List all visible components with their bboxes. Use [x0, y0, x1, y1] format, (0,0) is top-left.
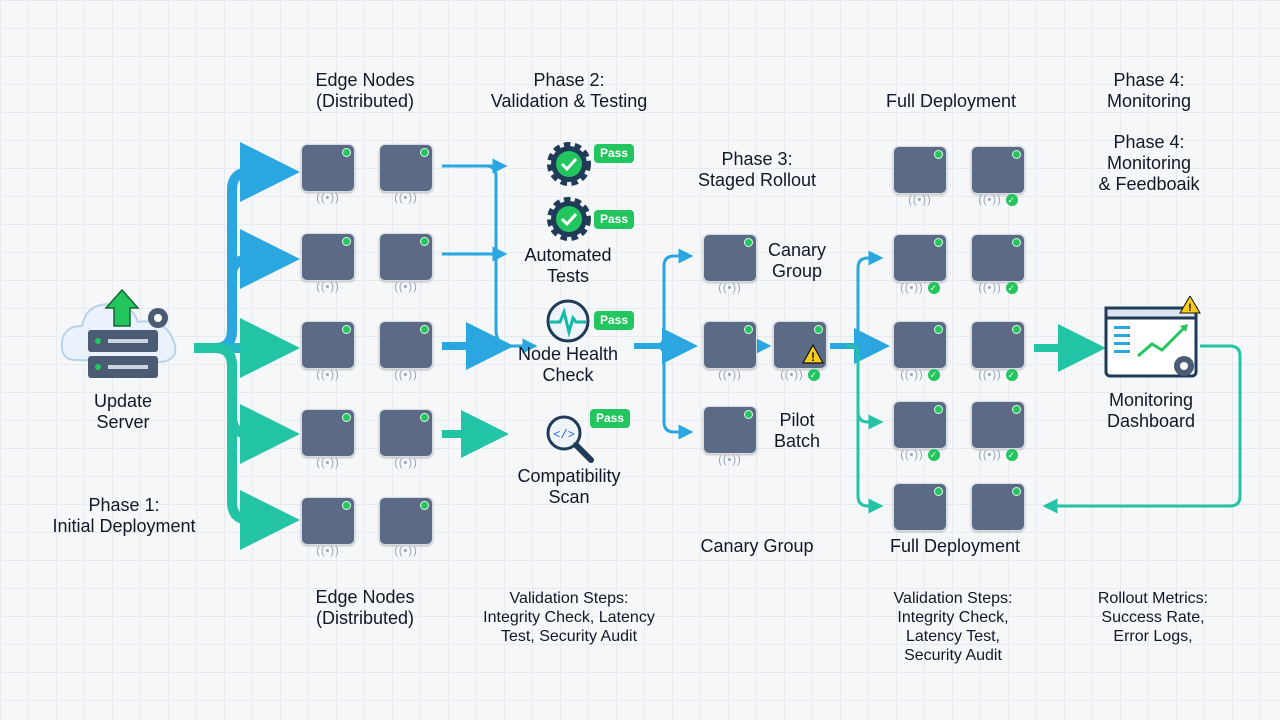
gear-check-icon	[546, 141, 592, 187]
edge-node: ((•))	[379, 233, 433, 293]
svg-text:!: !	[1188, 302, 1192, 314]
svg-text:</>: </>	[553, 428, 575, 442]
phase2-header: Phase 2:Validation & Testing	[490, 70, 648, 111]
staged-to-full-bottom	[846, 344, 884, 514]
fan-arrow-5	[194, 343, 300, 550]
edge-node: ((•))	[379, 497, 433, 557]
feedback-loop	[1042, 344, 1242, 514]
edge-node: ((•))	[379, 321, 433, 381]
pass-badge: Pass	[594, 144, 635, 163]
edge-node: ((•))	[301, 321, 355, 381]
deployed-node: ((•)) ✓	[893, 234, 947, 295]
edge-node: ((•))	[301, 144, 355, 204]
validation-steps-footer-2: Validation Steps:Integrity Check,Latency…	[893, 590, 1013, 664]
gear-check-icon	[546, 196, 592, 242]
staged-to-full-top	[846, 250, 884, 348]
edge-node: ((•))	[379, 409, 433, 469]
validation-to-pilot	[634, 344, 694, 440]
heartbeat-icon	[545, 298, 591, 344]
staged-node: ((•))	[703, 321, 757, 381]
warning-icon: !	[801, 343, 825, 364]
edge-nodes-footer: Edge Nodes(Distributed)	[315, 587, 415, 628]
full-deployment-bottom-label: Full Deployment	[889, 536, 1021, 556]
svg-text:!: !	[811, 350, 815, 364]
deployed-node: ((•)) ✓	[971, 146, 1025, 207]
deployed-node: ((•)) ✓	[971, 234, 1025, 295]
deployed-node: ((•)) ✓	[971, 401, 1025, 462]
phase1-label: Phase 1:Initial Deployment	[52, 495, 196, 536]
rollout-metrics-footer: Rollout Metrics:Success Rate,Error Logs,	[1097, 590, 1209, 645]
deployed-node	[971, 483, 1025, 531]
deployed-node	[893, 483, 947, 531]
staged-to-full-mid	[846, 344, 884, 430]
canary-node: ((•))	[703, 234, 757, 294]
full-deployment-header: Full Deployment	[885, 91, 1017, 111]
phase4-feedback-header: Phase 4:Monitoring& Feedboaik	[1098, 132, 1200, 194]
code-magnifier-icon: </>	[543, 412, 597, 466]
deployed-node: ((•)) ✓	[971, 321, 1025, 382]
pass-badge: Pass	[590, 409, 631, 428]
dashboard-chart-icon: !	[1102, 295, 1202, 384]
validation-steps-footer-1: Validation Steps:Integrity Check, Latenc…	[483, 590, 655, 645]
deployed-node: ((•)) ✓	[893, 401, 947, 462]
edge-node: ((•))	[379, 144, 433, 204]
phase4-header: Phase 4:Monitoring	[1106, 70, 1192, 111]
pilot-node: ((•))	[703, 406, 757, 466]
edge-to-validation-1	[442, 164, 538, 354]
edge-node: ((•))	[301, 233, 355, 293]
edge-node: ((•))	[301, 497, 355, 557]
phase3-header: Phase 3:Staged Rollout	[697, 149, 817, 190]
edge-nodes-header: Edge Nodes(Distributed)	[315, 70, 415, 111]
deployed-node: ((•))	[893, 146, 947, 206]
canary-group-bottom-label: Canary Group	[700, 536, 814, 556]
validation-to-canary	[634, 248, 694, 348]
edge-node: ((•))	[301, 409, 355, 469]
cloud-server-icon	[56, 280, 186, 390]
fan-arrow-2	[194, 229, 300, 353]
pass-badge: Pass	[594, 311, 635, 330]
pass-badge: Pass	[594, 210, 635, 229]
staged-node-warning: ((•)) ✓	[773, 321, 827, 382]
deployed-node: ((•)) ✓	[893, 321, 947, 382]
